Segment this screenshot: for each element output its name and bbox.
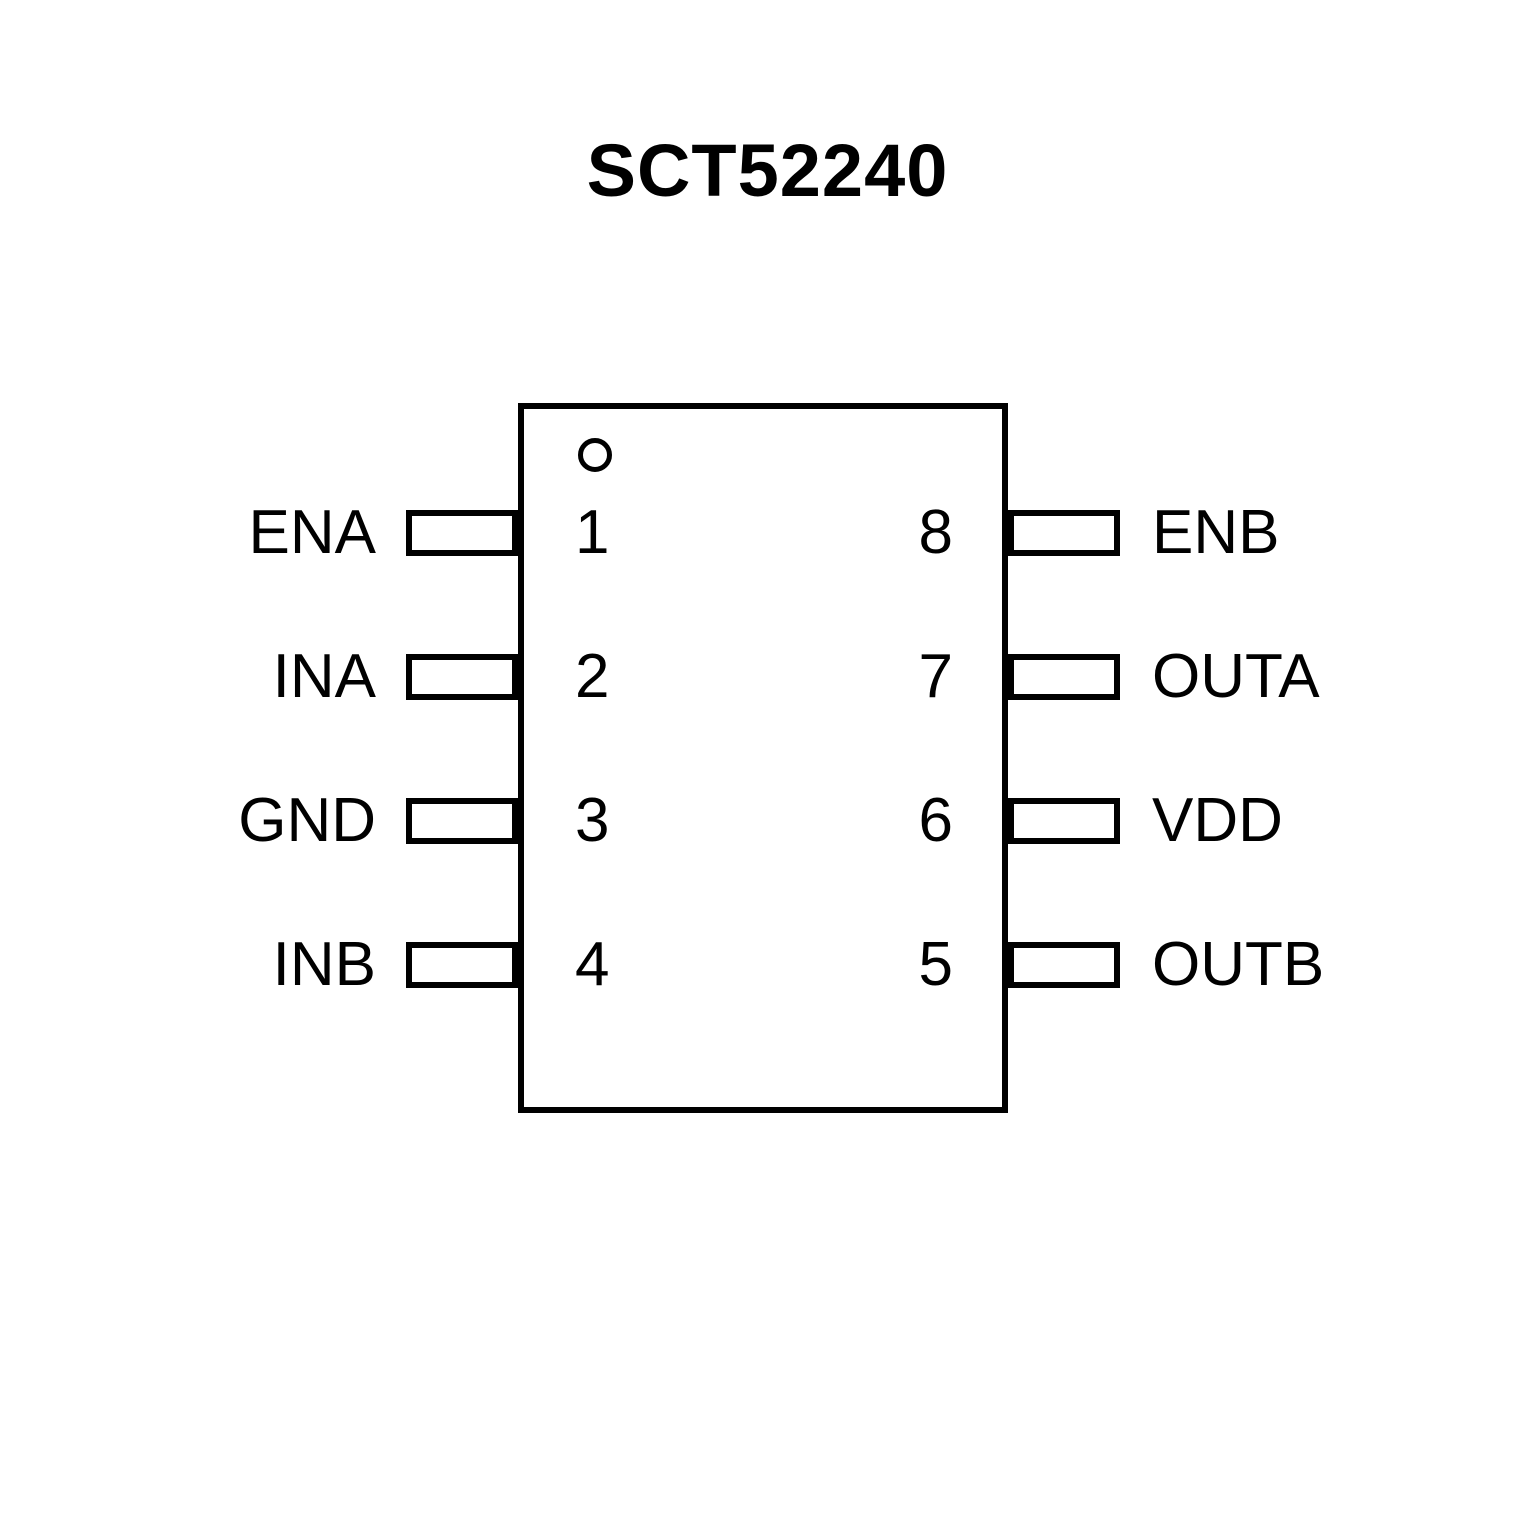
pin-label-gnd: GND (238, 786, 376, 855)
pin-number-4: 4 (575, 930, 610, 999)
pin-label-inb: INB (272, 930, 376, 999)
pin-stub-1 (406, 510, 518, 556)
pin-label-ina: INA (272, 642, 376, 711)
pin-label-ena: ENA (248, 498, 376, 567)
pin1-indicator-circle (578, 438, 612, 472)
pin-number-3: 3 (575, 786, 610, 855)
pin-label-vdd: VDD (1152, 786, 1283, 855)
pin-label-outb: OUTB (1152, 930, 1325, 999)
pin-stub-2 (406, 654, 518, 700)
pin-label-outa: OUTA (1152, 642, 1320, 711)
pin-number-7: 7 (918, 642, 953, 711)
pin-number-6: 6 (918, 786, 953, 855)
pin-stub-5 (1008, 942, 1120, 988)
pin-stub-6 (1008, 798, 1120, 844)
chip-title: SCT52240 (586, 129, 949, 212)
pin-stub-4 (406, 942, 518, 988)
pin-number-1: 1 (575, 498, 610, 567)
pin-number-5: 5 (918, 930, 953, 999)
pin-number-2: 2 (575, 642, 610, 711)
pin-stub-7 (1008, 654, 1120, 700)
pin-stub-3 (406, 798, 518, 844)
chip-body-outline (518, 403, 1008, 1113)
pin-label-enb: ENB (1152, 498, 1280, 567)
pin-stub-8 (1008, 510, 1120, 556)
pin-number-8: 8 (918, 498, 953, 567)
